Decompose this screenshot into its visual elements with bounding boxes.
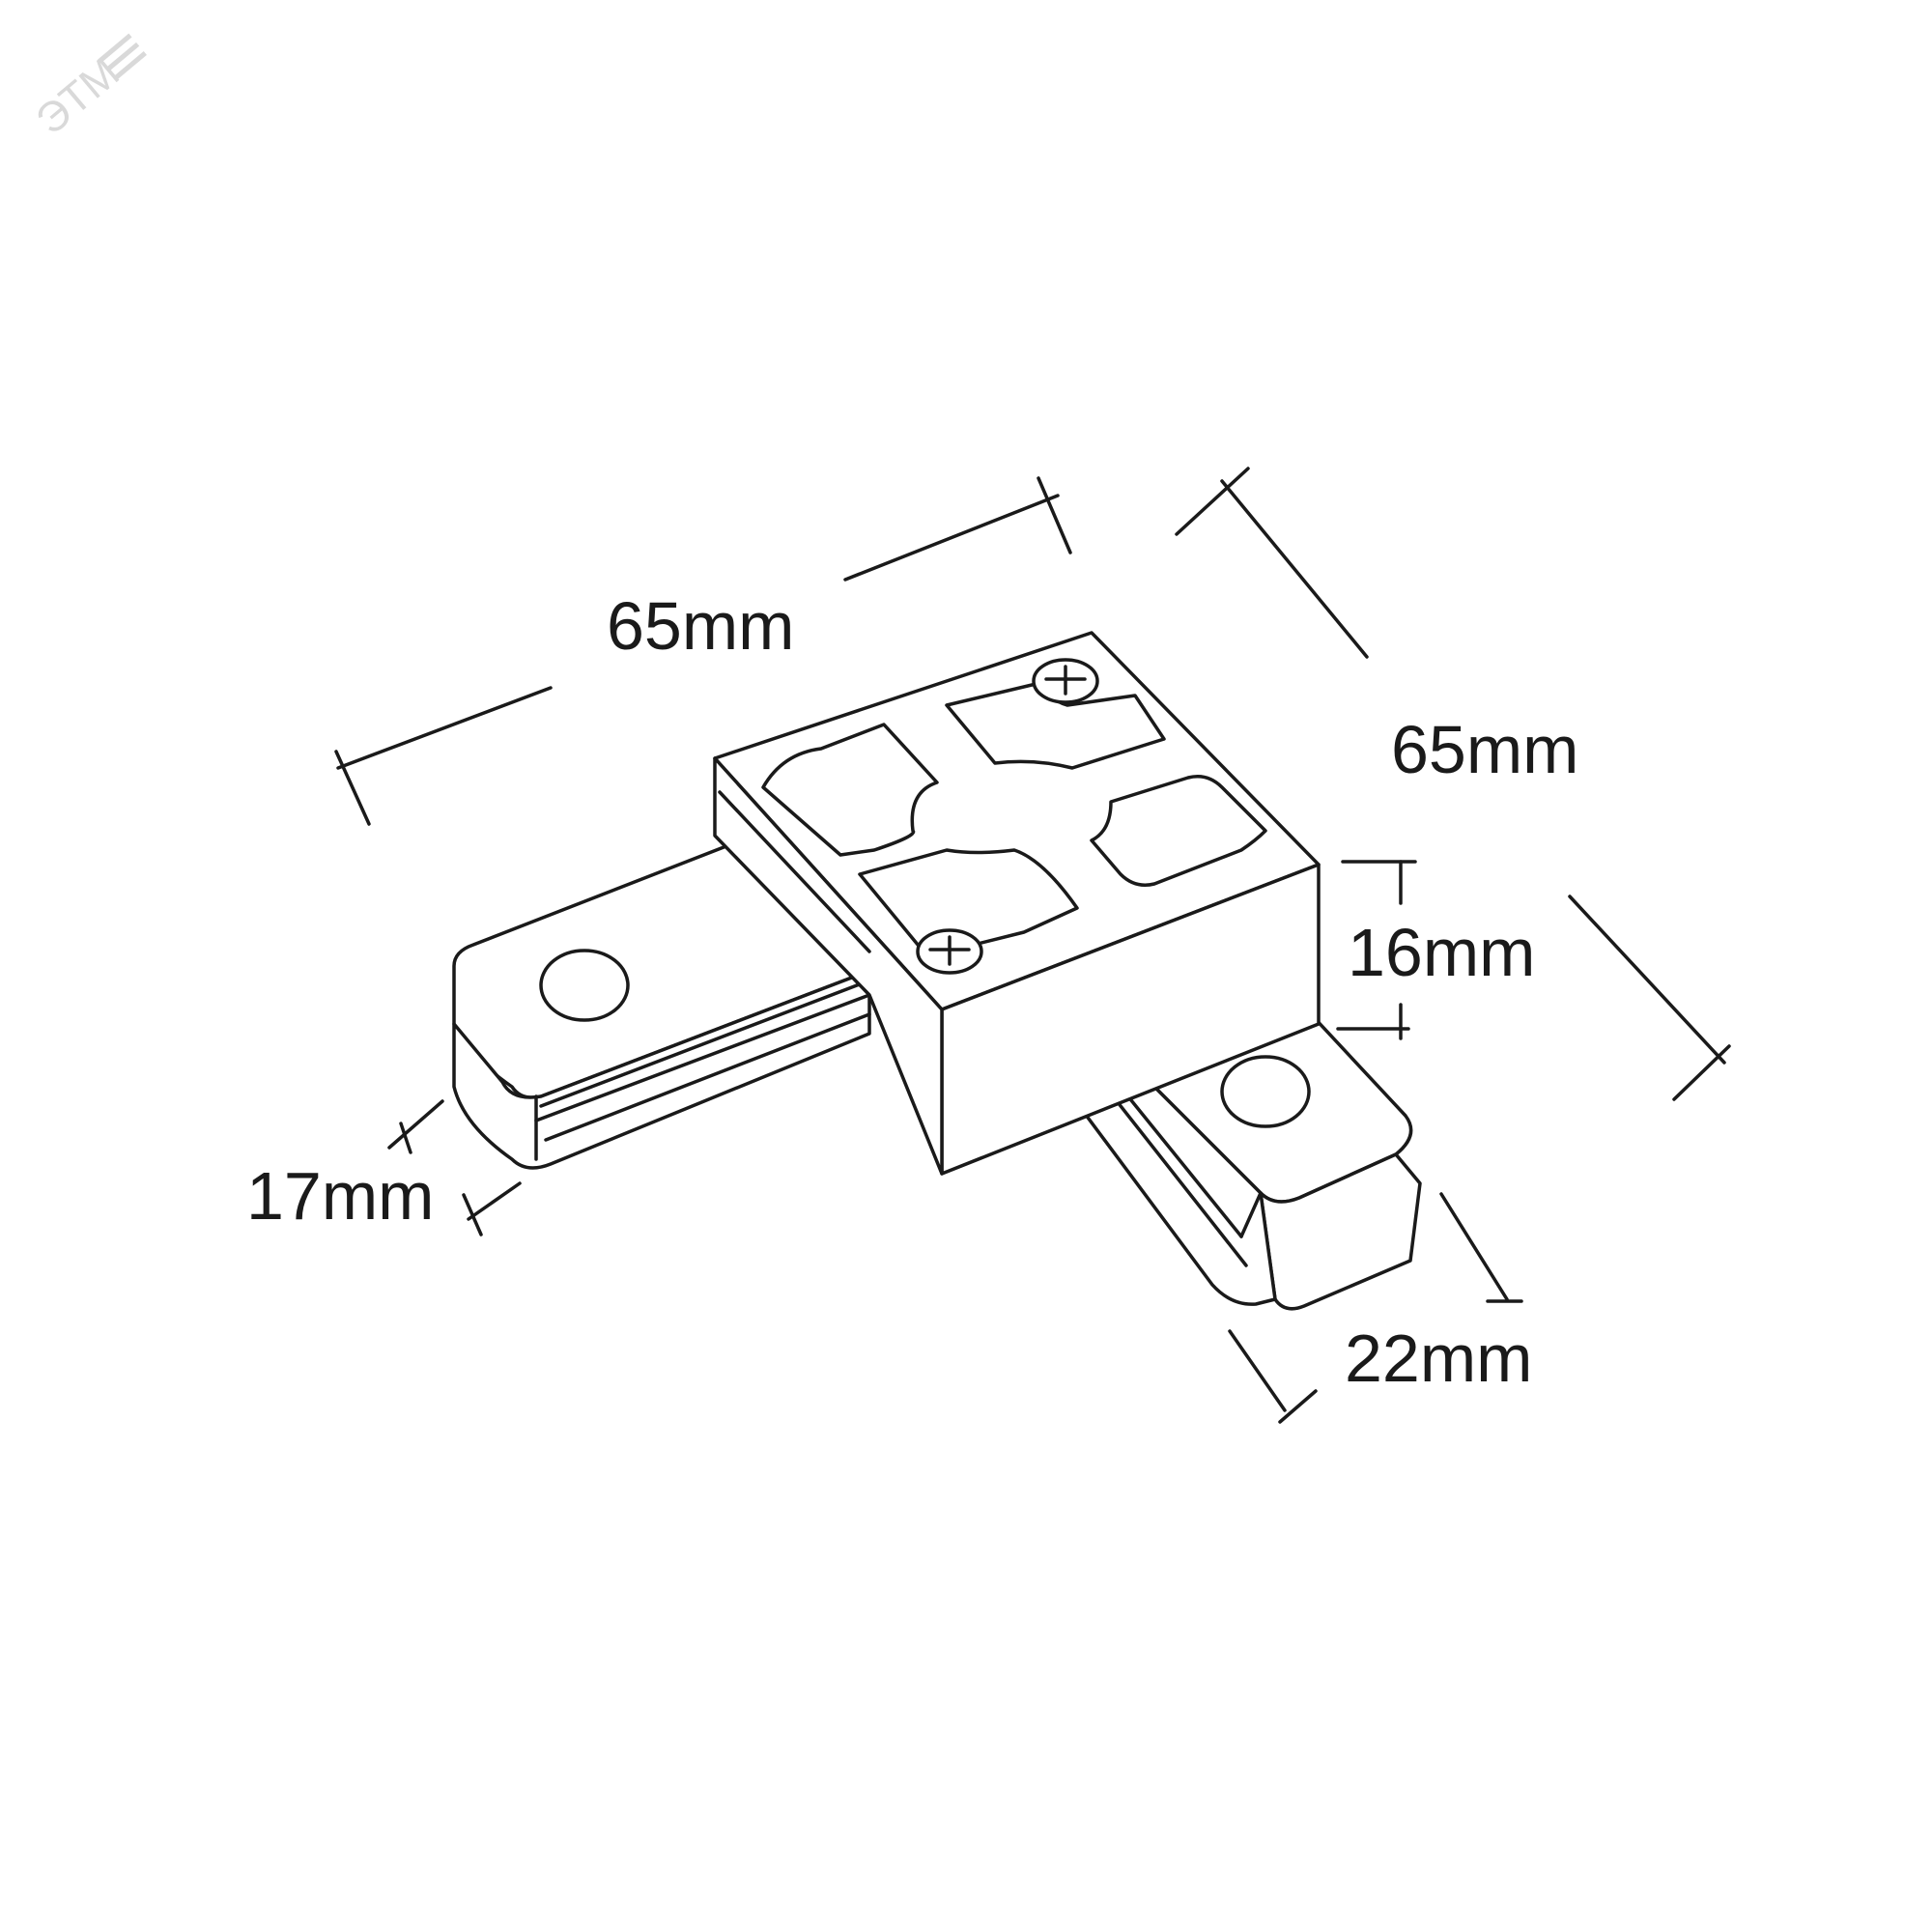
dim-label-width-right: 22mm <box>1345 1321 1532 1396</box>
recess-bottom <box>858 848 1079 958</box>
dim-label-width-left: 17mm <box>246 1158 434 1234</box>
dim-length-top: 65mm <box>334 476 1072 826</box>
dim-height: 16mm <box>1336 860 1535 1040</box>
dim-width-left: 17mm <box>246 1099 522 1236</box>
dim-width-right: 22mm <box>1228 1192 1532 1424</box>
dim-label-length-top: 65mm <box>607 588 794 664</box>
dim-label-height: 16mm <box>1348 915 1535 990</box>
watermark-logo: ЭТМ <box>27 33 147 144</box>
left-arm <box>452 834 871 1170</box>
screw-top <box>1032 658 1099 704</box>
dim-length-right: 65mm <box>1175 467 1731 1101</box>
dim-label-length-right: 65mm <box>1391 712 1578 787</box>
left-mount-hole <box>539 949 630 1022</box>
recess-top-left <box>761 723 939 857</box>
screw-bottom <box>916 928 983 975</box>
connector-body <box>452 631 1422 1311</box>
watermark-icon <box>98 33 147 81</box>
center-block <box>713 631 1321 1176</box>
recess-right <box>1090 775 1267 887</box>
right-mount-hole <box>1220 1055 1311 1128</box>
